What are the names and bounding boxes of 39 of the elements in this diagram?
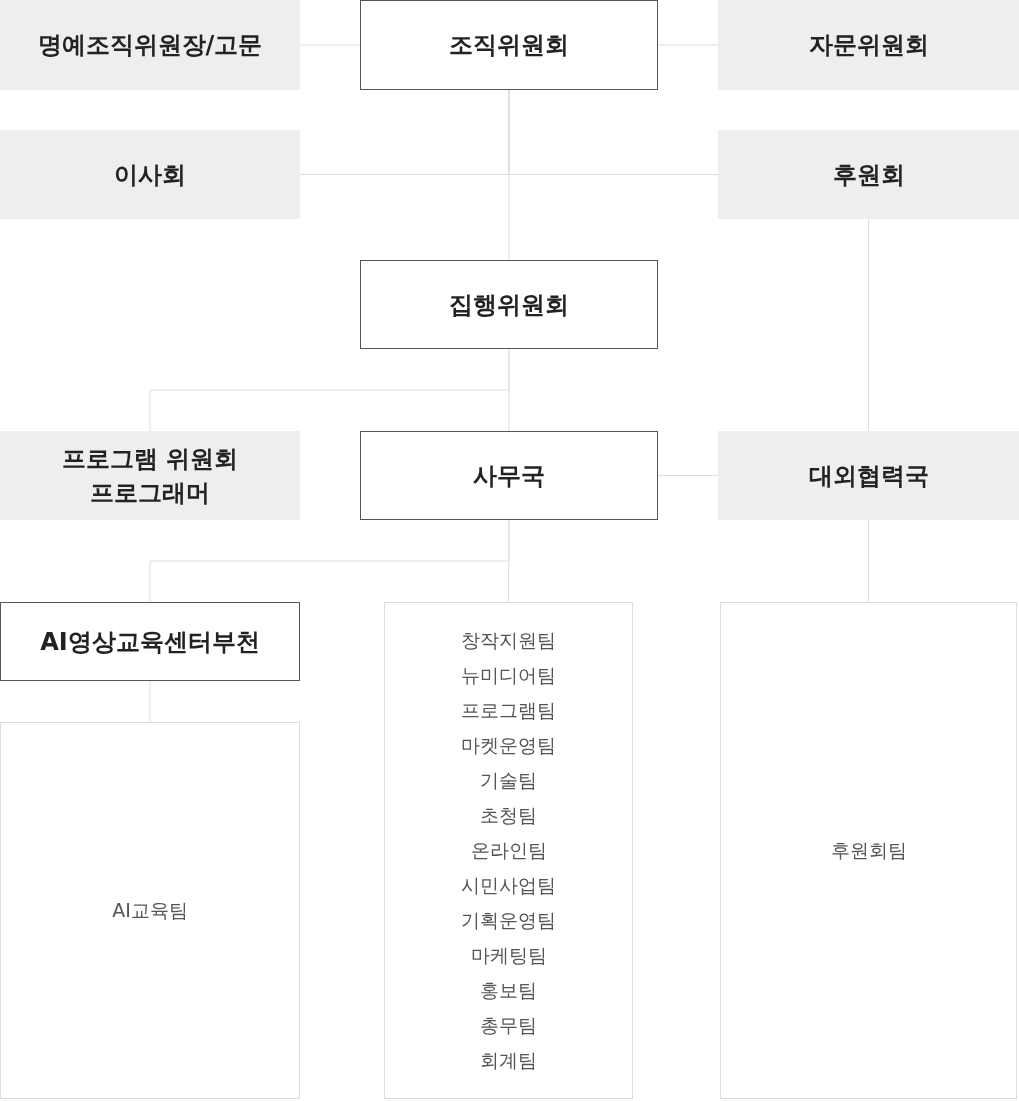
team-label: 마켓운영팀 [461, 733, 556, 758]
org-box [360, 260, 658, 349]
team-label: 뉴미디어팀 [461, 663, 556, 688]
org-box [360, 431, 658, 520]
connector-line [868, 519, 869, 603]
node-label: 프로그래머 [90, 477, 210, 509]
node-label: 집행위원회 [449, 289, 569, 321]
node-label: 대외협력국 [808, 460, 929, 492]
team-box [384, 602, 633, 1099]
team-label: 초청팀 [480, 803, 537, 828]
connector-line [657, 475, 719, 476]
team-label: 마케팅팀 [470, 943, 547, 968]
team-label: 기술팀 [480, 768, 537, 793]
node-label: 이사회 [114, 159, 186, 191]
node-label: 후원회 [832, 159, 905, 191]
connector-line [868, 218, 869, 432]
team-label: 프로그램팀 [461, 698, 556, 723]
node-label: 자문위원회 [808, 30, 929, 61]
org-box [0, 602, 300, 681]
team-label: 총무팀 [480, 1013, 537, 1038]
org-box [718, 130, 1019, 219]
org-box [718, 431, 1019, 520]
team-label: 창작지원팀 [461, 628, 556, 653]
team-label: 기획운영팀 [461, 908, 556, 933]
team-label: 후원회팀 [830, 838, 907, 863]
team-box [0, 722, 300, 1099]
node-label: 프로그램 위원회 [61, 443, 239, 475]
team-label: 온라인팀 [470, 838, 547, 863]
org-box [360, 0, 658, 90]
org-box [0, 130, 300, 219]
team-box [720, 602, 1017, 1099]
team-label: 회계팀 [480, 1048, 537, 1073]
node-label: 사무국 [473, 460, 545, 492]
team-label: AI교육팀 [112, 898, 188, 923]
node-label: AI영상교육센터부천 [40, 626, 260, 658]
node-label: 조직위원회 [449, 30, 569, 61]
node-label: 명예조직위원장/고문 [37, 30, 263, 61]
team-label: 홍보팀 [480, 978, 537, 1003]
team-label: 시민사업팀 [461, 873, 556, 898]
